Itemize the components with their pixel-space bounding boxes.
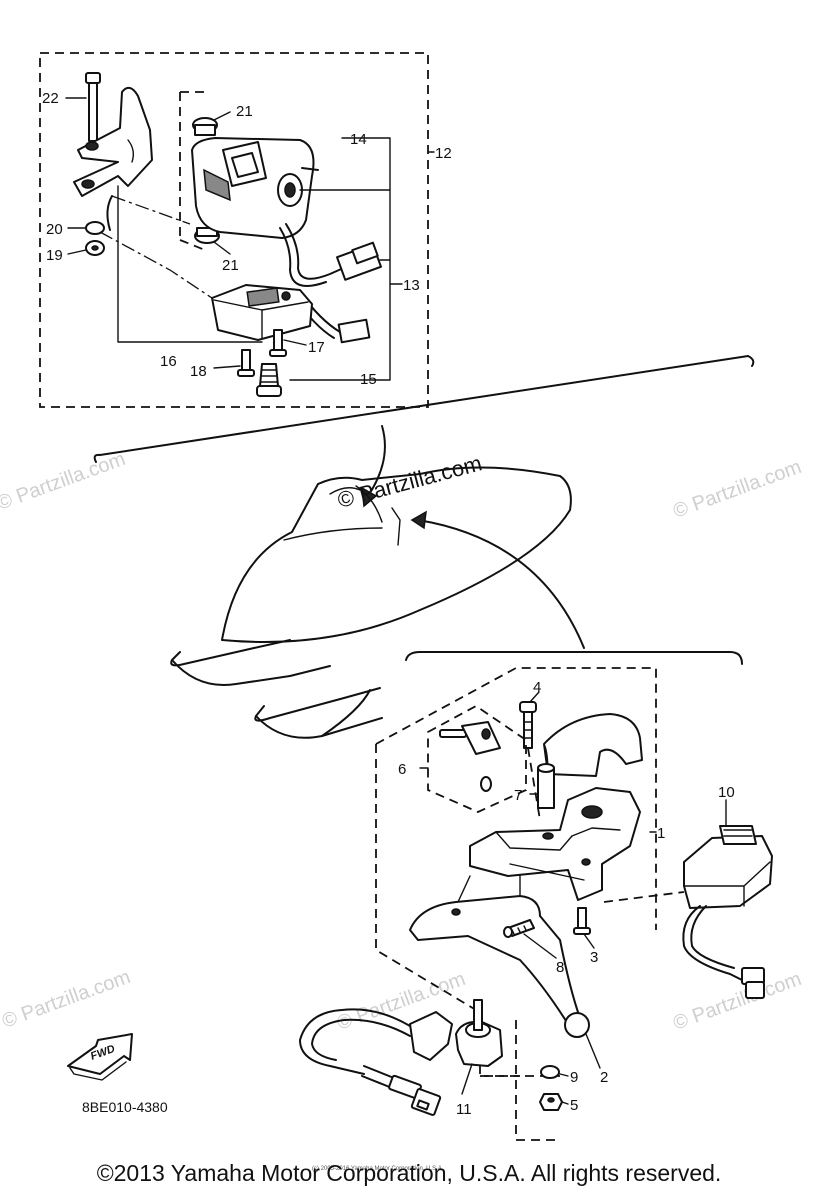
wire-harness-13 <box>279 223 382 344</box>
small-print: (c) 2005-2016 Yamaha Motor Corporation, … <box>312 1166 444 1172</box>
callout-9: 9 <box>570 1069 578 1086</box>
lever-knob <box>564 1012 590 1038</box>
callout-15: 15 <box>360 371 377 388</box>
callout-4: 4 <box>533 679 541 696</box>
snowmobile-overview: © Partzilla.com <box>93 355 755 739</box>
lever-cover <box>543 713 643 777</box>
callout-21-top: 21 <box>236 103 253 120</box>
part-code: 8BE010-4380 <box>82 1099 168 1115</box>
screws-15-17-18 <box>237 329 287 397</box>
bolt-22 <box>85 72 101 142</box>
callout-10: 10 <box>718 784 735 801</box>
lower-assembly-detail: FWD 4 6 7 1 10 8 3 2 9 5 11 8BE010-4380 <box>67 667 773 1141</box>
upper-assembly-detail: 22 21 14 12 20 19 21 13 17 16 18 15 <box>39 52 452 408</box>
callout-13: 13 <box>403 277 420 294</box>
screw-8 <box>503 919 535 938</box>
fwd-arrow-icon: FWD <box>67 1033 133 1081</box>
upper-leaders <box>65 97 435 381</box>
cap-assembly-6 <box>427 704 527 813</box>
callout-14: 14 <box>350 131 367 148</box>
throttle-lever-2 <box>409 895 581 1025</box>
callout-17: 17 <box>308 339 325 356</box>
callout-3: 3 <box>590 949 598 966</box>
throttle-sensor-11 <box>299 999 503 1116</box>
arrow-to-lower-detail <box>417 519 585 649</box>
lower-dashed-frame-lower <box>375 744 477 1011</box>
lower-callout-arc <box>405 651 743 665</box>
callout-12: 12 <box>435 145 452 162</box>
callout-8: 8 <box>556 959 564 976</box>
lower-dashed-frame-nut <box>515 1020 560 1141</box>
callout-21-bottom: 21 <box>222 257 239 274</box>
callout-18: 18 <box>190 363 207 380</box>
callout-16: 16 <box>160 353 177 370</box>
callout-5: 5 <box>570 1097 578 1114</box>
chain-line-2 <box>99 231 213 299</box>
callout-11: 11 <box>456 1101 472 1118</box>
washer-9 <box>540 1065 560 1079</box>
switch-housing-14 <box>191 137 319 239</box>
watermark-right-upper: © Partzilla.com <box>670 456 804 523</box>
lower-leaders <box>419 691 727 1105</box>
callout-2: 2 <box>600 1069 608 1086</box>
watermark-left-lower: © Partzilla.com <box>0 966 133 1033</box>
upper-dashed-frame <box>39 52 429 408</box>
chain-line-1 <box>111 195 191 225</box>
callout-19: 19 <box>46 247 63 264</box>
bracket <box>73 86 153 231</box>
callout-1: 1 <box>657 825 665 842</box>
callout-7: 7 <box>514 787 522 804</box>
switch-housing-16 <box>211 284 313 341</box>
collar-7 <box>537 767 555 809</box>
callout-6: 6 <box>398 761 406 778</box>
arrow-to-upper-detail <box>367 425 386 497</box>
upper-callout-arc <box>93 355 755 463</box>
watermark-left-upper: © Partzilla.com <box>0 448 128 515</box>
screw-3 <box>573 907 591 935</box>
callout-20: 20 <box>46 221 63 238</box>
grommets-21 <box>179 91 220 251</box>
copyright-notice: ©2013 Yamaha Motor Corporation, U.S.A. A… <box>96 1160 722 1186</box>
watermark-main: © Partzilla.com <box>335 450 485 513</box>
switch-unit-10 <box>603 825 773 999</box>
callout-22: 22 <box>42 90 59 107</box>
lower-dashed-frame-upper <box>375 667 657 930</box>
